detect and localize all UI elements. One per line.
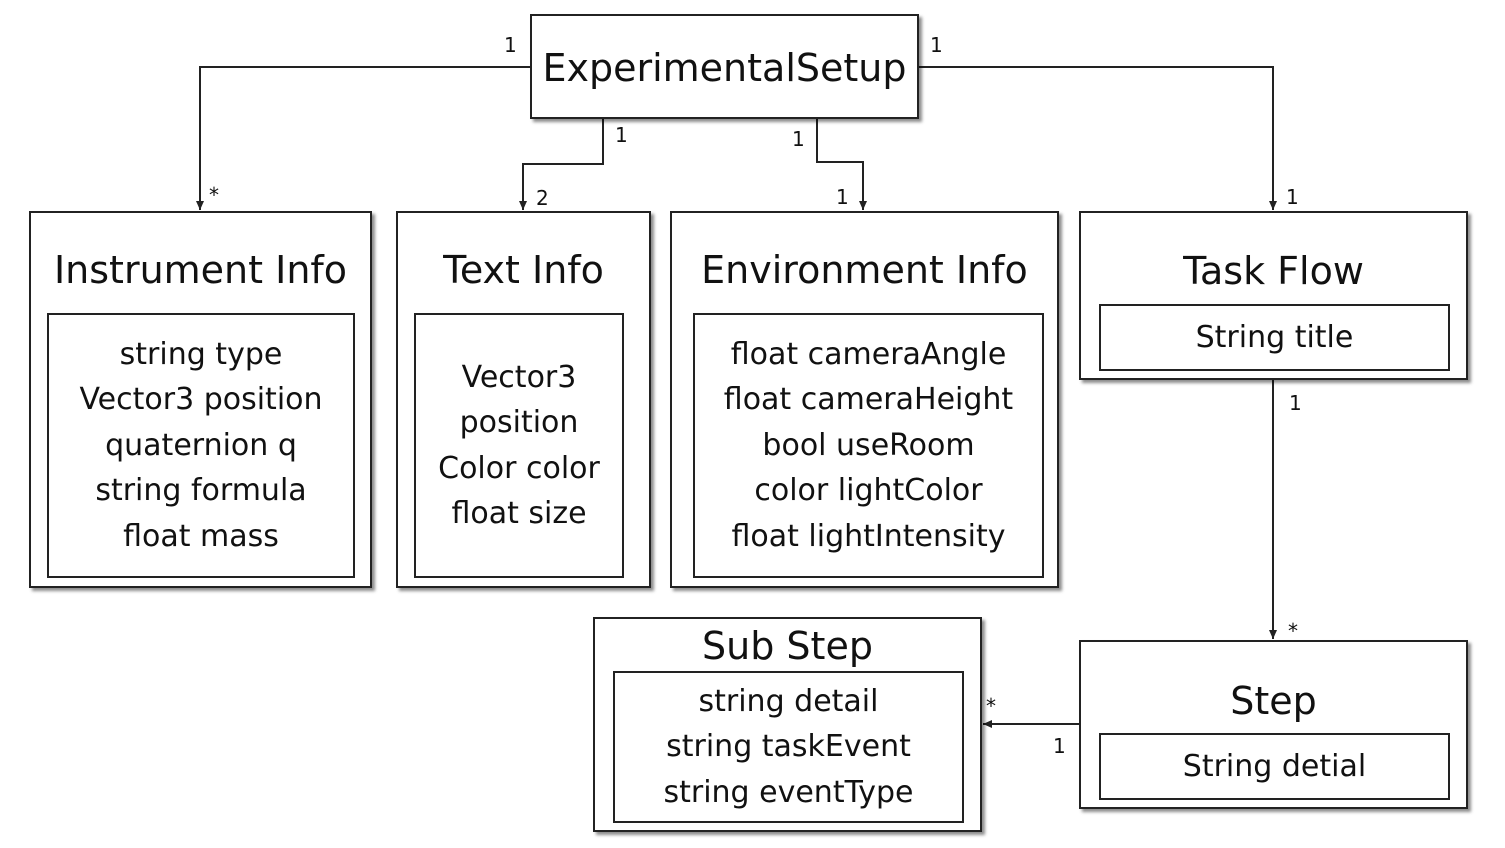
multiplicity-label: * — [1288, 619, 1298, 643]
multiplicity-label: 1 — [792, 127, 805, 151]
step-attributes: String detial — [1099, 733, 1450, 800]
attribute: Color color — [438, 450, 600, 486]
attribute: bool useRoom — [762, 427, 975, 463]
multiplicity-label: * — [986, 694, 996, 718]
sub-step-attributes: string detail string taskEvent string ev… — [613, 671, 964, 823]
attribute: string eventType — [663, 774, 914, 810]
sub-step-title: Sub Step — [702, 624, 873, 668]
connector-root-instrument — [196, 66, 531, 210]
instrument-info-class: Instrument Info string type Vector3 posi… — [29, 211, 372, 588]
multiplicity-label: 1 — [1053, 734, 1066, 758]
attribute: color lightColor — [754, 473, 983, 509]
attribute: Vector3 position — [79, 382, 323, 418]
attribute: float cameraAngle — [730, 336, 1007, 372]
task-flow-attributes: String title — [1099, 304, 1450, 371]
multiplicity-label: 1 — [615, 123, 628, 147]
attribute: position — [459, 405, 579, 440]
text-info-class: Text Info Vector3 position Color color f… — [396, 211, 651, 588]
text-info-attributes: Vector3 position Color color float size — [414, 313, 624, 578]
multiplicity-label: * — [209, 183, 219, 207]
attribute: Vector3 — [461, 359, 577, 395]
multiplicity-label: 1 — [1286, 185, 1299, 209]
multiplicity-label: 1 — [930, 33, 943, 57]
text-info-title: Text Info — [443, 248, 604, 292]
attribute: string taskEvent — [666, 729, 911, 765]
connector-root-text — [519, 118, 604, 210]
attribute: float mass — [123, 518, 279, 554]
attribute: string type — [119, 336, 283, 372]
sub-step-class: Sub Step string detail string taskEvent … — [593, 617, 982, 832]
instrument-info-title: Instrument Info — [53, 248, 348, 292]
multiplicity-label: 1 — [836, 185, 849, 209]
multiplicity-label: 1 — [504, 33, 517, 57]
experimental-setup-class: ExperimentalSetup — [530, 14, 919, 119]
multiplicity-label: 2 — [536, 186, 549, 210]
task-flow-class: Task Flow String title — [1079, 211, 1468, 380]
task-flow-title: Task Flow — [1183, 249, 1364, 293]
connector-root-taskflow — [917, 66, 1277, 210]
attribute: quaternion q — [105, 427, 297, 463]
experimental-setup-title: ExperimentalSetup — [542, 46, 907, 90]
step-class: Step String detial — [1079, 640, 1468, 809]
attribute: float size — [451, 496, 587, 531]
instrument-info-attributes: string type Vector3 position quaternion … — [47, 313, 355, 578]
attribute: float lightIntensity — [731, 518, 1006, 554]
attribute: String title — [1195, 319, 1354, 355]
attribute: float cameraHeight — [723, 382, 1014, 418]
environment-info-title: Environment Info — [701, 248, 1028, 292]
environment-info-attributes: float cameraAngle float cameraHeight boo… — [693, 313, 1044, 578]
attribute: string formula — [95, 473, 307, 509]
environment-info-class: Environment Info float cameraAngle float… — [670, 211, 1059, 588]
attribute: String detial — [1182, 748, 1367, 784]
connector-root-environment — [816, 114, 867, 210]
attribute: string detail — [698, 683, 879, 719]
multiplicity-label: 1 — [1289, 391, 1302, 415]
step-title: Step — [1230, 679, 1317, 723]
